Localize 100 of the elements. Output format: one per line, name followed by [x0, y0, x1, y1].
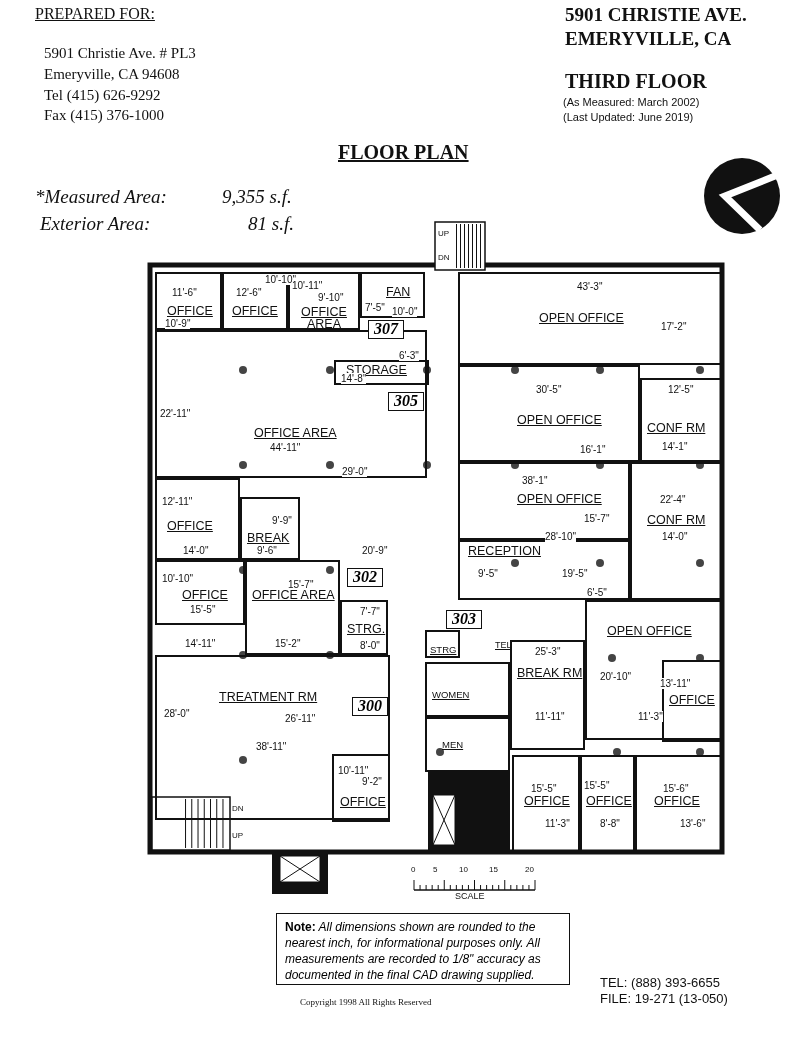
copyright-text: Copyright 1998 All Rights Reserved	[300, 998, 432, 1008]
room-name: CONF RM	[647, 422, 706, 436]
suite-number: 303	[446, 610, 482, 629]
suite-number: 302	[347, 568, 383, 587]
dimension-label: 8'-0"	[360, 640, 380, 651]
dimension-label: 12'-5"	[668, 384, 694, 395]
dimension-label: 15'-2"	[275, 638, 301, 649]
dimension-label: 10'-11"	[338, 765, 369, 776]
dimension-label: 44'-11"	[270, 442, 301, 453]
dimension-label: 8'-8"	[600, 818, 620, 829]
room-name: OFFICE	[654, 795, 700, 809]
room-outline	[425, 662, 510, 717]
dimension-label: 22'-4"	[660, 494, 686, 505]
room-name: OPEN OFFICE	[517, 414, 602, 428]
dimension-label: 14'-0"	[183, 545, 209, 556]
dimension-label: 11'-3"	[545, 818, 570, 829]
file-number-text: FILE: 19-271 (13-050)	[600, 992, 728, 1007]
area-label: Exterior Area:	[40, 214, 151, 235]
stair-label: UP	[232, 832, 244, 841]
dimension-label: 14'-8"	[341, 373, 367, 384]
room-outline	[332, 754, 390, 822]
room-name: BREAK	[247, 532, 290, 546]
dimension-label: 13'-11"	[660, 678, 691, 689]
room-name: STRG.	[347, 623, 386, 637]
scale-number: 5	[433, 866, 438, 875]
dimension-label: 9'-5"	[478, 568, 498, 579]
room-name: OPEN OFFICE	[539, 312, 624, 326]
plan-title: FLOOR PLAN	[338, 141, 469, 163]
room-name: OFFICE	[669, 694, 715, 708]
room-name: OPEN OFFICE	[607, 625, 692, 639]
dimension-label: 16'-1"	[580, 444, 606, 455]
room-outline	[510, 640, 585, 750]
area-label: *Measured Area:	[35, 187, 167, 208]
dimension-label: 9'-10"	[318, 292, 344, 303]
room-name: STRG	[430, 645, 457, 656]
dimension-label: 9'-9"	[272, 515, 292, 526]
date-text: (As Measured: March 2002)	[563, 96, 700, 109]
room-name: OFFICE	[167, 520, 213, 534]
stair-label: UP	[438, 230, 450, 239]
address-heading: 5901 CHRISTIE AVE.	[565, 5, 747, 26]
address-text: 5901 Christie Ave. # PL3	[44, 45, 196, 62]
room-outline	[512, 755, 580, 852]
area-value: 81 s.f.	[248, 214, 294, 235]
room-name: OFFICE	[232, 305, 278, 319]
note-text: Note: All dimensions shown are rounded to the nearest inch, for informational purposes only. All measurements are recorded to 1/8" accuracy as documented in the final CAD drawing supplied.	[276, 913, 570, 985]
room-outline	[458, 365, 640, 462]
dimension-label: 10'-11"	[292, 280, 323, 291]
room-name: MEN	[442, 740, 464, 751]
room-name: OPEN OFFICE	[517, 493, 602, 507]
room-outline	[635, 755, 722, 852]
dimension-label: 15'-7"	[584, 513, 610, 524]
scale-label: SCALE	[455, 892, 485, 902]
dimension-label: 14'-0"	[662, 531, 688, 542]
room-outline	[585, 600, 722, 740]
dimension-label: 11'-6"	[172, 287, 197, 298]
dimension-label: 9'-2"	[362, 776, 382, 787]
phone-text: TEL: (888) 393-6655	[600, 976, 720, 991]
scale-number: 15	[489, 866, 498, 875]
dimension-label: 15'-5"	[584, 780, 610, 791]
room-outline	[580, 755, 635, 852]
room-outline	[360, 272, 425, 318]
dimension-label: 10'-9"	[165, 318, 191, 329]
room-name: OFFICE	[586, 795, 632, 809]
room-outline	[458, 540, 630, 600]
address-text: Emeryville, CA 94608	[44, 66, 180, 83]
room-outline	[155, 560, 245, 625]
phone-text: Tel (415) 626-9292	[44, 87, 161, 104]
dimension-label: 38'-1"	[522, 475, 548, 486]
scale-number: 20	[525, 866, 534, 875]
dimension-label: 7'-7"	[360, 606, 380, 617]
room-outline	[425, 630, 460, 658]
room-outline	[425, 717, 510, 772]
dimension-label: 29'-0"	[342, 466, 368, 477]
room-outline	[458, 462, 630, 540]
stair-label: DN	[232, 805, 244, 814]
dimension-label: 19'-5"	[562, 568, 588, 579]
dimension-label: 28'-10"	[545, 531, 577, 542]
room-outline	[640, 378, 722, 462]
area-value: 9,355 s.f.	[222, 187, 292, 208]
dimension-label: 25'-3"	[535, 646, 561, 657]
dimension-label: 15'-6"	[663, 783, 689, 794]
dimension-label: 17'-2"	[661, 321, 687, 332]
dimension-label: 15'-5"	[190, 604, 216, 615]
stair-label: DN	[438, 254, 450, 263]
room-name: OFFICE	[524, 795, 570, 809]
room-outline	[240, 497, 300, 560]
room-outline	[155, 272, 222, 330]
dimension-label: 26'-11"	[285, 713, 316, 724]
dimension-label: 15'-7"	[288, 579, 314, 590]
dimension-label: 11'-3"	[638, 711, 663, 722]
fax-text: Fax (415) 376-1000	[44, 107, 164, 124]
room-name: FAN	[386, 286, 411, 300]
dimension-label: 15'-5"	[531, 783, 557, 794]
address-heading: EMERYVILLE, CA	[565, 29, 732, 50]
room-name: WOMEN	[432, 690, 470, 701]
suite-number: 300	[352, 697, 388, 716]
suite-number: 305	[388, 392, 424, 411]
equipment-label: TEL	[495, 641, 512, 651]
suite-number: 307	[368, 320, 404, 339]
dimension-label: 14'-1"	[662, 441, 688, 452]
